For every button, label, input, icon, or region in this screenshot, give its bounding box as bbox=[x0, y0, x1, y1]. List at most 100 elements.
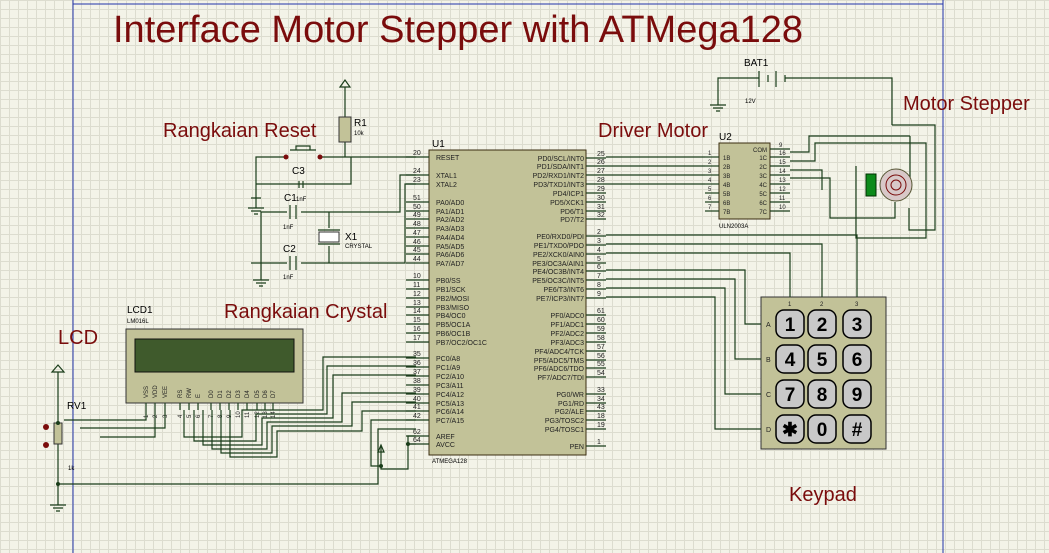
u1-pin-number: 51 bbox=[413, 195, 421, 202]
keypad-key[interactable] bbox=[842, 344, 872, 374]
u2-pin-number: 4 bbox=[708, 178, 712, 184]
u1-pin-number: 17 bbox=[413, 335, 421, 342]
lcd-pin-label: RS bbox=[178, 390, 184, 398]
u1-pin-number: 42 bbox=[413, 413, 421, 420]
u1-pin-label: PB3/MISO bbox=[436, 305, 470, 312]
u1-pin-label: PB1/SCK bbox=[436, 287, 466, 294]
c1-value: 1nF bbox=[296, 197, 307, 203]
u1-pin-label: PA5/AD5 bbox=[436, 244, 464, 251]
crystal-circuit: C1 1nF 1nF C2 1nF X1 CRYSTAL bbox=[251, 174, 416, 287]
u1-pin-number: 13 bbox=[413, 300, 421, 307]
keypad-col-label: 1 bbox=[788, 302, 792, 308]
u1-pin-number: 61 bbox=[597, 308, 605, 315]
lcd-pin-label: D6 bbox=[263, 390, 269, 398]
u1-pin-label: PB4/OC0 bbox=[436, 313, 466, 320]
u1-pin-label: PC3/A11 bbox=[436, 383, 464, 390]
u1-pin-number: 26 bbox=[597, 159, 605, 166]
rv1-ref: RV1 bbox=[67, 401, 87, 412]
keypad-row-label: D bbox=[766, 427, 771, 434]
u1-pin-label: PF1/ADC1 bbox=[551, 322, 585, 329]
u1-pin-number: 20 bbox=[413, 150, 421, 157]
keypad-key[interactable] bbox=[775, 414, 805, 444]
keypad-key[interactable] bbox=[807, 344, 837, 374]
page-title: Interface Motor Stepper with ATMega128 bbox=[113, 9, 803, 51]
u2-pin-label: 1B bbox=[723, 156, 730, 162]
u2-pin-number: 11 bbox=[779, 196, 786, 202]
u1-pin-number: 48 bbox=[413, 221, 421, 228]
u1-pin-label: PA1/AD1 bbox=[436, 209, 464, 216]
keypad-key[interactable] bbox=[842, 309, 872, 339]
u1-pin-label: PF0/ADC0 bbox=[551, 313, 585, 320]
u1-pin-number: 46 bbox=[413, 239, 421, 246]
lcd-pin-label: D2 bbox=[227, 390, 233, 398]
reset-circuit: R1 10k C3 bbox=[248, 78, 416, 215]
keypad-row-label: C bbox=[766, 392, 771, 399]
u1-pin-label: PE5/OC3C/INT5 bbox=[532, 278, 584, 285]
keypad-key[interactable] bbox=[775, 309, 805, 339]
u1-left-pins: 20RESET24XTAL123XTAL251PA0/AD050PA1/AD14… bbox=[406, 150, 487, 449]
u1-pin-label: PD5/XCK1 bbox=[550, 200, 584, 207]
keypad-key-label: 6 bbox=[852, 350, 863, 371]
reset-button-icon[interactable] bbox=[290, 145, 316, 151]
u2-pin-number: 6 bbox=[708, 196, 712, 202]
u1-pin-number: 58 bbox=[597, 335, 605, 342]
u1-pin-label: PG4/TOSC1 bbox=[545, 427, 584, 434]
u1-pin-label: PD3/TXD1/INT3 bbox=[533, 182, 584, 189]
u1-pin-label: PE7/ICP3/INT7 bbox=[536, 296, 584, 303]
u1-body[interactable] bbox=[428, 149, 587, 456]
u2-pin-label: 2B bbox=[723, 165, 730, 171]
u1-pin-number: 41 bbox=[413, 404, 421, 411]
u1-pin-label: PC7/A15 bbox=[436, 418, 464, 425]
lcd-pin-label: RW bbox=[187, 388, 193, 398]
c1-ref: C1 bbox=[284, 193, 297, 204]
keypad-key[interactable] bbox=[775, 344, 805, 374]
u1-pin-label: PA6/AD6 bbox=[436, 252, 464, 259]
u1-pin-label: PC1/A9 bbox=[436, 365, 460, 372]
u1-microcontroller[interactable]: U1 ATMEGA128 20RESET24XTAL123XTAL251PA0/… bbox=[406, 139, 606, 465]
c2-capacitor[interactable] bbox=[289, 256, 297, 270]
u1-pin-label: PF5/ADC5/TMS bbox=[534, 358, 585, 365]
lcd-pin-label: D7 bbox=[271, 390, 277, 398]
u1-pin-number: 31 bbox=[597, 204, 605, 211]
rv1-potentiometer[interactable] bbox=[53, 422, 63, 445]
keypad-key[interactable] bbox=[842, 379, 872, 409]
c3-capacitor[interactable] bbox=[298, 181, 304, 188]
r1-ref: R1 bbox=[354, 118, 367, 129]
lcd-pin-label: VDD bbox=[153, 385, 159, 398]
keypad-key[interactable] bbox=[807, 414, 837, 444]
u1-pin-number: 3 bbox=[597, 238, 601, 245]
u1-pin-label: PA3/AD3 bbox=[436, 226, 464, 233]
keypad-key-label: 1 bbox=[785, 315, 796, 336]
u2-body[interactable] bbox=[718, 142, 771, 220]
u2-pin-number: 15 bbox=[779, 160, 786, 166]
keypad-key[interactable] bbox=[807, 309, 837, 339]
keypad-key[interactable] bbox=[807, 379, 837, 409]
x1-crystal[interactable] bbox=[318, 231, 340, 243]
u1-pin-number: 56 bbox=[597, 353, 605, 360]
battery[interactable]: BAT1 12V bbox=[710, 58, 893, 125]
keypad-key-label: 4 bbox=[785, 350, 796, 371]
r1-resistor[interactable] bbox=[338, 116, 352, 143]
u1-pin-label: PA0/AD0 bbox=[436, 200, 464, 207]
keypad-key[interactable] bbox=[842, 414, 872, 444]
lcd-pin-label: D3 bbox=[236, 390, 242, 398]
u1-pin-label: PD7/T2 bbox=[560, 217, 584, 224]
u1-pin-label: PB7/OC2/OC1C bbox=[436, 340, 487, 347]
lcd-pin-label: D1 bbox=[218, 390, 224, 398]
u1-pin-number: 23 bbox=[413, 177, 421, 184]
keypad-key[interactable] bbox=[775, 379, 805, 409]
u1-pin-number: 39 bbox=[413, 387, 421, 394]
u1-pin-number: 1 bbox=[597, 439, 601, 446]
u1-pin-label: PA2/AD2 bbox=[436, 217, 464, 224]
u1-pin-number: 9 bbox=[597, 291, 601, 298]
c1-capacitor[interactable] bbox=[289, 205, 297, 219]
keypad-col-label: 3 bbox=[855, 302, 859, 308]
u1-model: ATMEGA128 bbox=[432, 459, 468, 465]
u2-pin-number: 5 bbox=[708, 187, 712, 193]
stepper-motor[interactable] bbox=[790, 124, 936, 239]
